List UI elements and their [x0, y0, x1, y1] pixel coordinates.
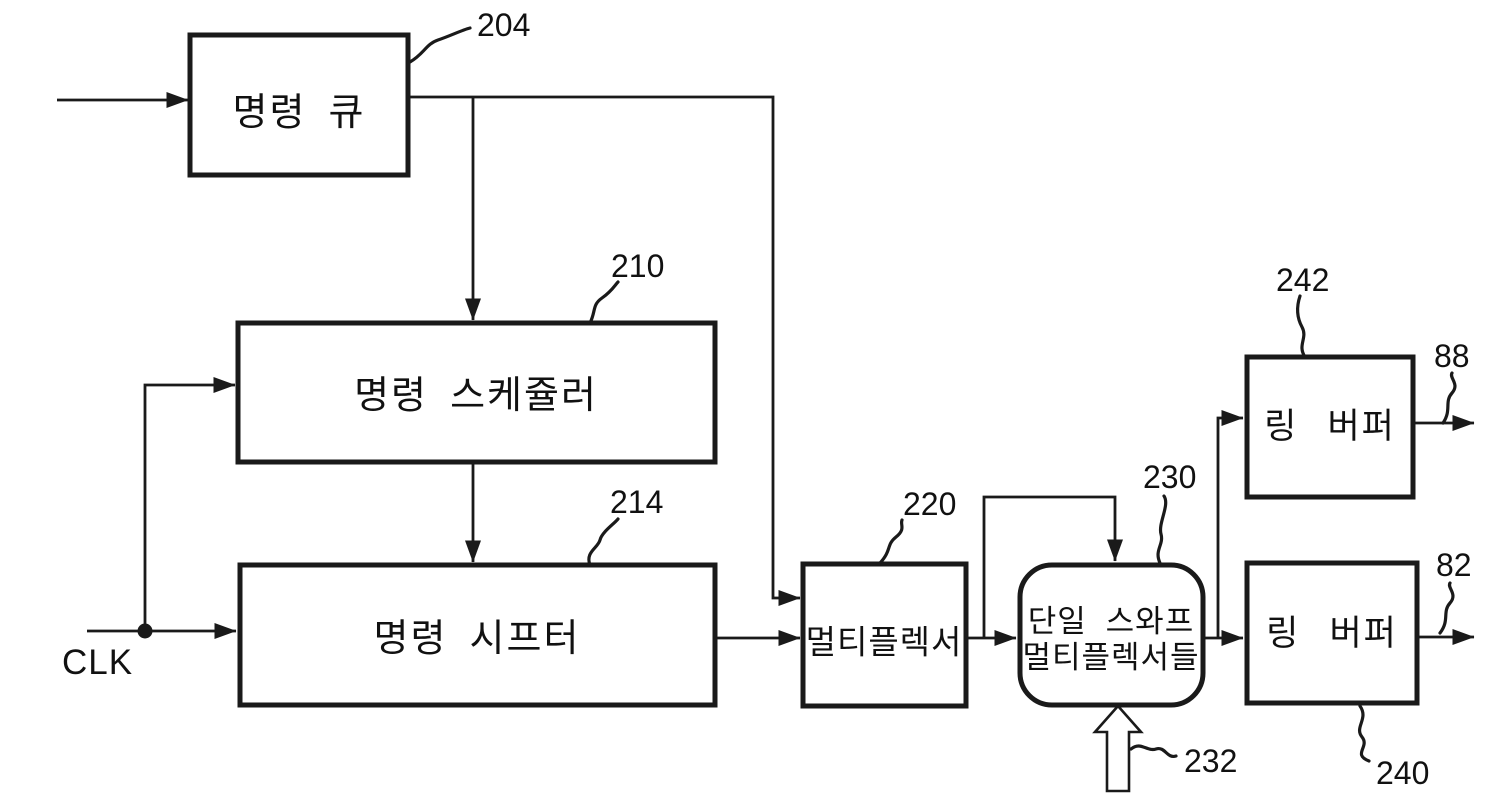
multiplexer-box [800, 561, 969, 709]
single-swap-multiplexers-label-line1: 단일 스와프 [1028, 604, 1194, 640]
ref-leader-210 [588, 280, 620, 325]
ring-buffer-top-box [1244, 354, 1416, 500]
arrow-clk-to-scheduler [143, 377, 236, 631]
ref-leader-204 [408, 26, 472, 64]
swap-control-up-arrow [1092, 704, 1144, 793]
single-swap-multiplexers-box [1017, 562, 1206, 708]
command-queue-box [187, 32, 411, 178]
ref-232-label: 232 [1184, 743, 1237, 779]
ring-buffer-bottom-label: 링 버퍼 [1266, 614, 1398, 654]
ring-buffer-top-label: 링 버퍼 [1264, 407, 1396, 447]
ref-242-label: 242 [1276, 262, 1329, 298]
command-queue-label: 명령 큐 [233, 90, 366, 134]
ref-leader-88 [1441, 371, 1457, 425]
ref-leader-82 [1438, 581, 1455, 635]
ref-210-label: 210 [611, 248, 664, 284]
arrow-multiplexer-to-swap-mux-top [982, 495, 1123, 638]
command-shifter-box [237, 562, 718, 708]
ref-214-label: 214 [610, 484, 663, 520]
ref-leader-240 [1357, 704, 1371, 763]
single-swap-multiplexers-label-line2: 멀티플렉서들 [1022, 640, 1199, 676]
ref-leader-230 [1156, 494, 1168, 565]
arrow-command-queue-to-multiplexer [407, 95, 801, 606]
ref-leader-232 [1129, 744, 1178, 759]
ref-220-label: 220 [903, 486, 956, 522]
ref-leader-220 [878, 518, 904, 565]
clk-signal-label: CLK [62, 643, 133, 682]
ref-230-label: 230 [1143, 459, 1196, 495]
command-scheduler-box [235, 320, 718, 465]
clk-junction-dot [137, 623, 153, 639]
multiplexer-label: 멀티플렉서 [806, 623, 963, 662]
ref-88-label: 88 [1434, 338, 1470, 374]
ref-leader-214 [587, 517, 620, 567]
ref-204-label: 204 [477, 7, 530, 43]
ref-82-label: 82 [1436, 547, 1472, 583]
ring-buffer-bottom-box [1244, 560, 1420, 706]
arrow-swap-mux-to-ring-buffer-top [1216, 410, 1244, 638]
ref-leader-242 [1296, 294, 1307, 359]
ref-240-label: 240 [1376, 755, 1429, 791]
command-shifter-label: 명령 시프터 [374, 616, 581, 660]
command-scheduler-label: 명령 스케쥴러 [354, 373, 598, 417]
